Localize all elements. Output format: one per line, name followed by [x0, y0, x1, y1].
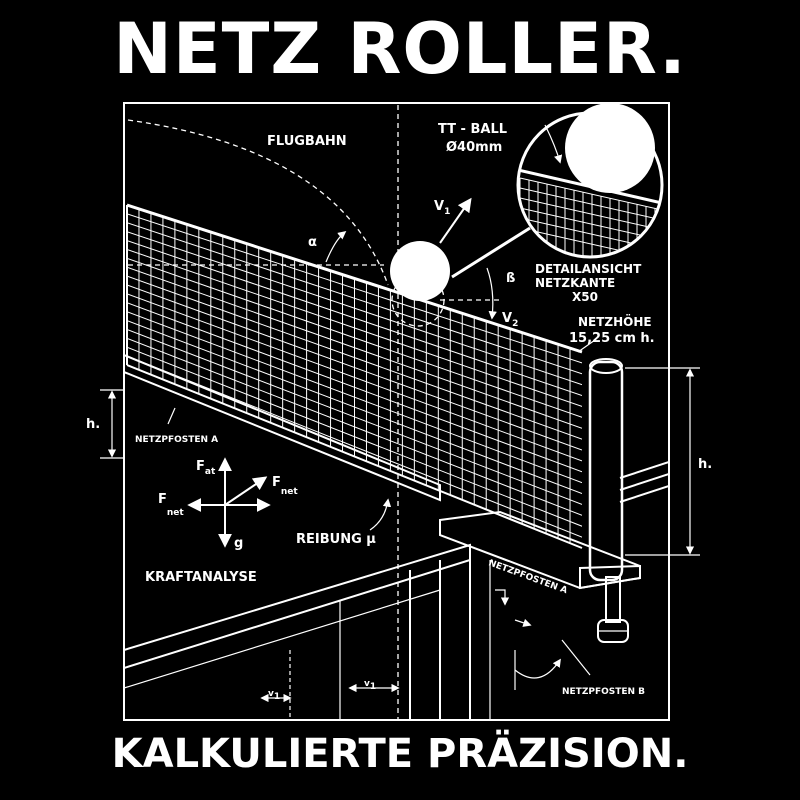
label-h-left: h. [86, 417, 100, 432]
post-clamp [439, 461, 669, 643]
svg-text:V1: V1 [434, 199, 450, 217]
force-arrows-icon [187, 457, 271, 548]
table [124, 353, 491, 720]
diagram-frame [123, 102, 670, 721]
svg-text:Fnet: Fnet [272, 475, 298, 497]
label-post-a-left: NETZPFOSTEN A [135, 435, 218, 445]
label-v2-sub: 2 [512, 319, 518, 329]
label-tt-ball: TT - BALL [438, 122, 507, 137]
label-detail-3: X50 [572, 290, 598, 304]
label-detail-2: NETZKANTE [535, 276, 615, 290]
label-beta: ß [506, 271, 515, 286]
label-detail-1: DETAILANSICHT [535, 262, 642, 276]
label-reibung: REIBUNG μ [296, 532, 376, 547]
page-subtitle: KALKULIERTE PRÄZISION. [111, 731, 689, 777]
net-edges [126, 203, 583, 549]
net-mesh [127, 208, 582, 544]
svg-text:V2: V2 [502, 311, 518, 329]
magnifier-circle-icon [451, 103, 664, 279]
label-f-at: F [196, 459, 205, 474]
label-v2: V [502, 311, 512, 326]
svg-text:v1: v1 [364, 679, 376, 692]
page-title: NETZ ROLLER. [113, 8, 687, 90]
label-flugbahn: FLUGBAHN [267, 134, 347, 149]
label-height-1: NETZHÖHE [578, 314, 652, 329]
svg-text:Fnet: Fnet [158, 492, 184, 518]
label-v1-bottom-a-sub: 1 [274, 692, 280, 702]
svg-text:Fat: Fat [196, 459, 216, 477]
svg-text:v1: v1 [268, 689, 280, 702]
height-dimension-left [100, 389, 124, 459]
label-f-net-right-sub: net [281, 487, 299, 497]
label-h-right: h. [698, 457, 712, 472]
label-v1-sub: 1 [444, 207, 450, 217]
label-post-b: NETZPFOSTEN B [562, 687, 645, 697]
label-height-2: 15,25 cm h. [569, 331, 655, 346]
label-f-at-sub: at [205, 467, 216, 477]
label-v1: V [434, 199, 444, 214]
label-diameter: Ø40mm [446, 140, 502, 155]
label-v1-bottom-a: v [268, 689, 274, 699]
label-alpha: α [308, 235, 317, 250]
v1-arrow [439, 197, 472, 244]
label-g: g [234, 536, 243, 551]
net-post-icon [588, 358, 624, 582]
label-v1-bottom-b-sub: 1 [370, 682, 376, 692]
label-kraftanalyse: KRAFTANALYSE [145, 570, 257, 585]
flight-path [127, 119, 389, 286]
label-f-net-left: F [158, 492, 167, 507]
label-v1-bottom-b: v [364, 679, 370, 689]
label-f-net-left-sub: net [167, 508, 185, 518]
height-dimension-right [625, 367, 700, 556]
label-f-net-right: F [272, 475, 281, 490]
